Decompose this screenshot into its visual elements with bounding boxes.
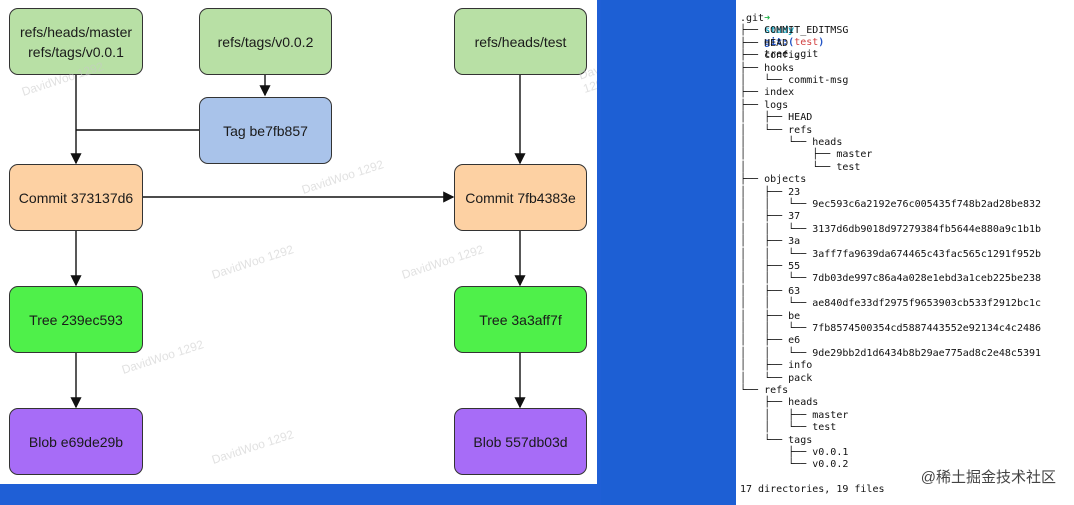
tree-line: │ ├── info [740,360,813,372]
blob-node-b: Blob 557db03d [454,408,587,475]
tree-line: └── refs [740,385,789,396]
terminal-prompt: ➜ study git:(test) tree .git [740,1,824,60]
tree-line: │ ├── 55 [740,261,801,272]
ref-tag-v002-node: refs/tags/v0.0.2 [199,8,332,75]
tree-line: ├── v0.0.1 [740,447,849,458]
tree-line: │ ├── master [740,409,849,421]
tree-line: ├── COMMIT_EDITMSG [740,25,849,37]
prompt-git-close: ) [818,37,825,48]
commit-node-b: Commit 7fb4383e [454,164,587,231]
diagram-edges [70,75,526,409]
tree-line: ├── index [740,87,795,99]
tree-line: ├── heads [740,397,819,409]
tree-line: │ │ └── 3137d6db9018d97279384fb5644e880a… [740,223,1042,235]
frame-divider [597,0,601,505]
tree-line: │ └── test [740,422,837,434]
git-object-diagram: refs/heads/master refs/tags/v0.0.1 refs/… [9,8,634,475]
tree-line: ├── objects [740,174,807,186]
tree-line: └── tags [740,434,813,446]
tree-line: │ ├── 37 [740,211,801,223]
tree-line: │ │ └── ae840dfe33df2975f9653903cb533f29… [740,298,1042,310]
desktop-gap [601,0,736,505]
tree-node-a: Tree 239ec593 [9,286,143,353]
site-watermark: @稀土掘金技术社区 [920,469,1056,486]
tree-line: │ └── heads [740,137,843,148]
tree-line: │ ├── HEAD [740,112,813,124]
blob-node-a: Blob e69de29b [9,408,143,475]
ref-test-node: refs/heads/test [454,8,587,75]
terminal-pane[interactable]: ➜ study git:(test) tree .git .git├── COM… [736,0,1074,505]
tree-line: │ │ └── 7fb8574500354cd5887443552e92134c… [740,323,1042,334]
frame-bottom-bar [0,484,600,505]
tree-line: │ ├── 23 [740,186,801,198]
tree-line: 17 directories, 19 files [740,484,885,496]
tree-line: │ ├── 63 [740,285,801,297]
terminal-command: tree .git [764,49,819,60]
tree-line: │ │ └── 3aff7fa9639da674465c43fac565c129… [740,248,1042,260]
tree-line: │ └── refs [740,124,813,136]
tree-line: │ ├── master [740,149,873,161]
tree-line: ├── logs [740,99,789,111]
tree-line: │ │ └── 9de29bb2d1d6434b8b29ae775ad8c2e4… [740,347,1042,359]
ref-master-node: refs/heads/master refs/tags/v0.0.1 [9,8,143,75]
tree-line: │ └── commit-msg [740,75,849,86]
tree-line: ├── HEAD [740,37,789,49]
tag-node: Tag be7fb857 [199,97,332,164]
tree-line: │ │ └── 9ec593c6a2192e76c005435f748b2ad2… [740,199,1042,210]
prompt-arrow-icon: ➜ [764,13,771,24]
tree-line: │ ├── 3a [740,236,801,248]
tree-line: │ ├── be [740,310,801,322]
tree-line: .git [740,13,765,24]
tree-line: ├── hooks [740,62,795,74]
tree-line: │ ├── e6 [740,335,801,347]
tree-line: └── v0.0.2 [740,459,849,471]
tree-line: │ └── pack [740,372,813,384]
tree-node-b: Tree 3a3aff7f [454,286,587,353]
tree-line: │ └── test [740,161,861,173]
commit-node-a: Commit 373137d6 [9,164,143,231]
tree-line: ├── config [740,50,801,62]
tree-line: │ │ └── 7db03de997c86a4a028e1ebd3a1ceb22… [740,273,1042,285]
prompt-directory: study [764,25,795,36]
prompt-branch: test [794,37,819,48]
prompt-git-open: git:( [764,37,795,48]
